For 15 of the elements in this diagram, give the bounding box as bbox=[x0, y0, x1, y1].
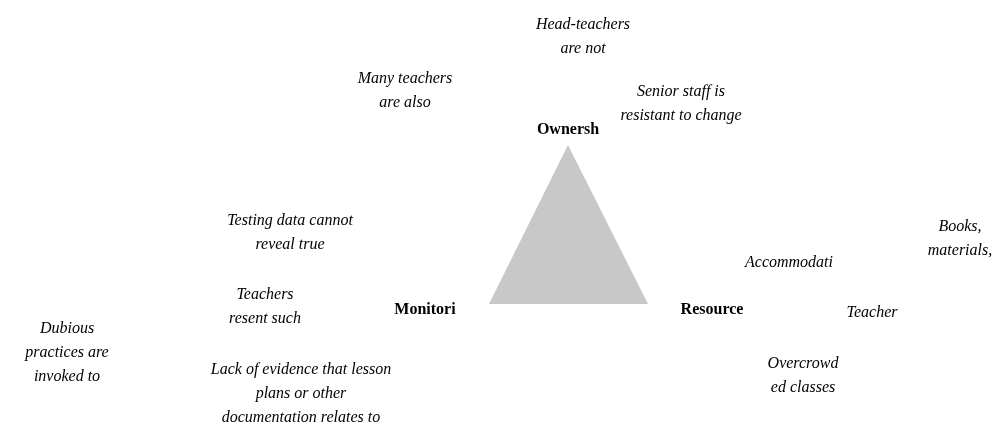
issue-note: Books, materials, bbox=[927, 216, 993, 260]
corner-label: Resource bbox=[680, 299, 744, 319]
issue-note: Accommodati bbox=[745, 252, 833, 272]
corner-label: Monitori bbox=[394, 299, 456, 319]
issue-note: Many teachers are also bbox=[357, 68, 453, 112]
corner-label: Ownersh bbox=[536, 119, 600, 139]
issue-note: Teachers resent such bbox=[229, 284, 301, 328]
issue-note: Head-teachers are not bbox=[535, 14, 631, 58]
triangle bbox=[489, 145, 648, 304]
issue-note: Overcrowd ed classes bbox=[767, 353, 839, 397]
issue-note: Teacher bbox=[846, 302, 898, 322]
issue-note: Senior staff is resistant to change bbox=[620, 81, 742, 126]
issue-note: Dubious practices are invoked to bbox=[25, 318, 109, 386]
issue-note: Lack of evidence that lesson plans or other documentation relates to bbox=[210, 359, 392, 427]
issue-note: Testing data cannot reveal true bbox=[227, 210, 353, 254]
